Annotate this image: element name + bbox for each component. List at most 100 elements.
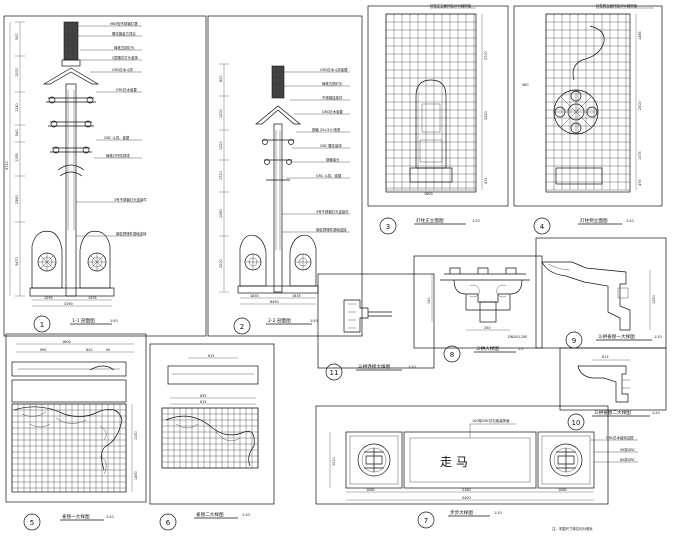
svg-text:1250: 1250 (652, 295, 656, 304)
svg-text:1080: 1080 (366, 488, 375, 492)
svg-text:615: 615 (208, 354, 214, 358)
svg-text:GRC仿木装饰边框: GRC仿木装饰边框 (606, 435, 634, 440)
svg-text:钢管 25×3.0 喷漆: 钢管 25×3.0 喷漆 (312, 127, 341, 132)
svg-text:1:20: 1:20 (654, 335, 662, 339)
view-5-marker (23, 513, 41, 531)
svg-text:1600: 1600 (62, 340, 71, 344)
svg-text:3号不锈钢灯头连接件: 3号不锈钢灯头连接件 (114, 197, 147, 202)
svg-text:8: 8 (450, 351, 454, 359)
view-10-marker (567, 413, 585, 431)
svg-text:150: 150 (427, 298, 431, 304)
svg-text:1835: 1835 (292, 294, 301, 298)
v1-dim-2: 1200 (15, 68, 19, 77)
view-3-grid (385, 13, 476, 191)
svg-text:GRC仿木雀替: GRC仿木雀替 (322, 109, 343, 114)
v7-plaque (403, 431, 537, 489)
svg-text:90: 90 (106, 348, 110, 352)
svg-text:钢管接头: 钢管接头 (326, 157, 340, 162)
svg-text:1835: 1835 (250, 294, 259, 298)
svg-text:2520: 2520 (484, 111, 488, 120)
view-10-frame (559, 347, 667, 411)
v2-roof (255, 105, 301, 125)
view-1-section: 500 1200 1240 540 1195 2380 3470 9720 (3, 15, 207, 337)
svg-text:990: 990 (40, 348, 46, 352)
svg-text:3: 3 (386, 223, 390, 231)
svg-text:1490: 1490 (134, 471, 138, 480)
view-8-caption: 斗拱大样图 (476, 345, 499, 352)
v9-brace-profile (541, 261, 631, 331)
view-4-frame (513, 5, 663, 207)
svg-text:灯柱侧立面外贴GRC装饰板: 灯柱侧立面外贴GRC装饰板 (596, 3, 638, 8)
view-11-connection-detail: 11 斗拱连接大样图 1:20 (317, 273, 435, 381)
svg-text:钢柱预埋件基础连接: 钢柱预埋件基础连接 (116, 231, 147, 236)
svg-text:5400: 5400 (462, 496, 471, 500)
view-3-marker (379, 217, 397, 235)
view-3-caption: 灯柱正立面图 (416, 217, 444, 224)
svg-text:6: 6 (166, 519, 171, 527)
svg-text:1220: 1220 (219, 141, 223, 150)
svg-text:1010: 1010 (332, 457, 336, 466)
svg-text:1150: 1150 (134, 431, 138, 440)
svg-text:2: 2 (240, 323, 244, 331)
svg-text:600: 600 (219, 76, 223, 82)
view-8-marker (443, 345, 461, 363)
view-7-frame (315, 405, 609, 505)
view-3-frame (367, 5, 509, 207)
view-6-sparrow-brace: 615 835 615 6 雀替二大样图 1:10 (149, 343, 275, 531)
svg-text:GRC仿木雀替: GRC仿木雀替 (116, 87, 137, 92)
svg-text:GRC 雕花装饰: GRC 雕花装饰 (320, 143, 342, 148)
svg-text:2300: 2300 (638, 101, 642, 110)
v1-dim-5: 1195 (15, 153, 19, 162)
svg-text:1:20: 1:20 (408, 365, 416, 369)
svg-text:1:50: 1:50 (110, 319, 118, 323)
view-4-marker (533, 217, 551, 235)
svg-text:2180: 2180 (462, 488, 471, 492)
svg-text:1200: 1200 (219, 109, 223, 118)
view-6-caption: 雀替二大样图 (196, 511, 224, 518)
svg-text:1:20: 1:20 (106, 515, 114, 519)
svg-text:2层雕花灯头装饰: 2层雕花灯头装饰 (112, 55, 139, 60)
view-5-frame (5, 333, 147, 503)
svg-text:1:20: 1:20 (652, 411, 660, 415)
svg-text:1075: 1075 (638, 151, 642, 160)
svg-text:360: 360 (522, 83, 528, 87)
v7-right-panel (537, 431, 595, 489)
svg-text:1485: 1485 (638, 31, 642, 40)
v6-carving-profile (165, 415, 255, 467)
svg-text:835: 835 (200, 394, 206, 398)
v1-dim-b1: 1095 (44, 296, 53, 300)
svg-text:1:20: 1:20 (494, 511, 502, 515)
svg-text:4: 4 (540, 223, 545, 231)
view-5-grid (11, 403, 127, 492)
v2-lamp-head (271, 65, 285, 99)
svg-text:M60型不锈钢灯罩: M60型不锈钢灯罩 (110, 21, 138, 26)
v1-roof (42, 67, 100, 85)
v1-dim-1: 500 (15, 34, 19, 40)
v4-scroll-curve (572, 25, 605, 81)
svg-text:3号不锈钢灯头连接件: 3号不锈钢灯头连接件 (316, 209, 349, 214)
svg-text:820: 820 (86, 348, 92, 352)
v1-callouts: M60型不锈钢灯罩 雕花镀金方顶尖 铸铁古铜灯头 2层雕花灯头装饰 GRC仿木斗… (76, 21, 147, 237)
svg-text:1720: 1720 (219, 171, 223, 180)
v1-dim-total: 9720 (5, 161, 9, 170)
view-11-caption: 斗拱连接大样图 (358, 363, 391, 370)
view-2-section: 600 1200 1220 1720 1280 2200 1835 1835 6… (207, 15, 363, 337)
v1-dim-4: 540 (15, 130, 19, 136)
view-2-frame (207, 15, 363, 337)
v1-dim-6: 2380 (15, 195, 19, 204)
svg-text:铸铁灯杆防锈漆: 铸铁灯杆防锈漆 (106, 153, 130, 158)
v1-post (65, 83, 77, 297)
view-6-frame (149, 343, 275, 505)
view-7-marker (417, 511, 435, 529)
svg-text:10: 10 (572, 419, 581, 427)
v1-dim-3: 1240 (15, 103, 19, 112)
v1-dim-b3: 3190 (64, 302, 73, 306)
svg-text:铸铁古铜灯头: 铸铁古铜灯头 (322, 81, 343, 86)
svg-text:6450: 6450 (270, 300, 279, 304)
svg-text:GRC仿木斗拱: GRC仿木斗拱 (112, 67, 133, 72)
v2-callouts: GRC仿木斗拱雀替 铸铁古铜灯头 不锈钢连接件 GRC仿木雀替 钢管 25×3.… (282, 67, 350, 233)
view-8-bracket-detail: 150 250 DN200-20E 8 斗拱大样图 1:5 (413, 255, 543, 363)
view-3-front-elevation: 1600 2700 2520 475 灯柱正立面外贴GRC装饰板 3 灯柱正立面… (367, 3, 509, 235)
view-5-sparrow-brace: 1600 990 820 90 1150 1490 5 雀替一大样图 1:20 (5, 333, 147, 531)
